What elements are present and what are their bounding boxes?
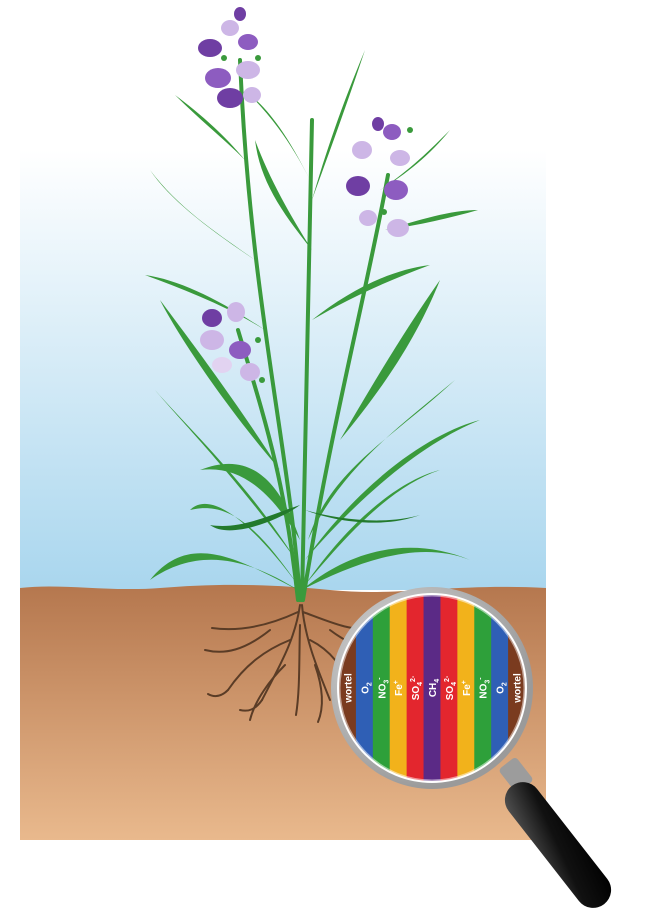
zone-label: wortel bbox=[343, 673, 354, 704]
zone-label: wortel bbox=[513, 673, 524, 704]
zone-label: NO3- bbox=[376, 677, 390, 699]
sky-background bbox=[20, 150, 546, 590]
zone-label: NO3- bbox=[478, 677, 492, 699]
flower-cluster-top bbox=[198, 7, 261, 108]
